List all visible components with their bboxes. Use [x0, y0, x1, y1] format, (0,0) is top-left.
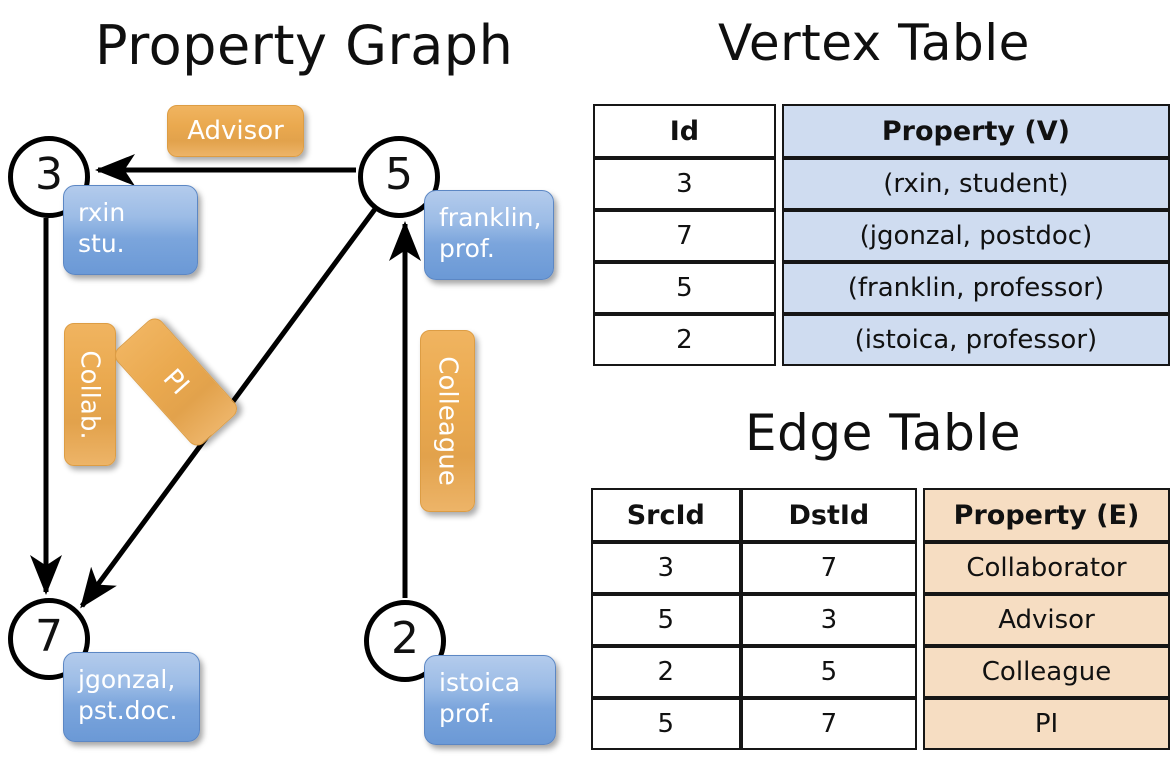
edge-label-advisor-text: Advisor — [187, 116, 284, 146]
table-row[interactable]: 3 7 Collaborator — [591, 542, 1170, 594]
edge-cell-dstid: 7 — [740, 542, 918, 594]
node-property-box-rxin[interactable]: rxin stu. — [63, 185, 198, 275]
edge-cell-property: Collaborator — [922, 542, 1170, 594]
edge-cell-srcid: 2 — [591, 646, 741, 698]
edge-cell-dstid: 7 — [740, 698, 918, 750]
edge-label-pi-text: PI — [157, 363, 195, 401]
vertex-cell-id: 3 — [593, 158, 776, 210]
edge-cell-property: PI — [922, 698, 1170, 750]
node-property-rxin-line2: stu. — [78, 228, 125, 258]
graph-node-2-label: 2 — [391, 613, 419, 664]
vertex-cell-property: (jgonzal, postdoc) — [781, 210, 1170, 262]
table-row[interactable]: 5 3 Advisor — [591, 594, 1170, 646]
table-row[interactable]: 5 7 PI — [591, 698, 1170, 750]
table-header-row: SrcId DstId Property (E) — [591, 488, 1170, 542]
graph-node-7-label: 7 — [35, 611, 63, 662]
edge-header-srcid: SrcId — [591, 488, 741, 542]
graph-node-3-label: 3 — [35, 149, 63, 200]
node-property-box-jgonzal[interactable]: jgonzal, pst.doc. — [63, 652, 200, 742]
edge-label-colleague-text: Colleague — [432, 356, 463, 486]
edge-cell-srcid: 3 — [591, 542, 741, 594]
edge-label-collab[interactable]: Collab. — [64, 323, 116, 466]
edge-header-dstid: DstId — [740, 488, 918, 542]
edge-label-colleague[interactable]: Colleague — [420, 330, 475, 512]
edge-cell-dstid: 5 — [740, 646, 918, 698]
vertex-header-property: Property (V) — [781, 104, 1170, 158]
edge-header-property: Property (E) — [922, 488, 1170, 542]
table-row[interactable]: 2 5 Colleague — [591, 646, 1170, 698]
graph-node-2[interactable]: 2 — [364, 600, 446, 682]
node-property-jgonzal-line1: jgonzal, — [78, 665, 176, 694]
node-property-franklin-line2: prof. — [439, 233, 495, 263]
node-property-box-franklin[interactable]: franklin, prof. — [424, 190, 554, 280]
vertex-cell-property: (rxin, student) — [781, 158, 1170, 210]
graph-node-5[interactable]: 5 — [358, 136, 440, 218]
edge-cell-property: Colleague — [922, 646, 1170, 698]
table-header-row: Id Property (V) — [593, 104, 1170, 158]
table-row[interactable]: 2 (istoica, professor) — [593, 314, 1170, 366]
edge-cell-dstid: 3 — [740, 594, 918, 646]
page-title-property-graph: Property Graph — [95, 14, 514, 77]
table-row[interactable]: 7 (jgonzal, postdoc) — [593, 210, 1170, 262]
edge-label-advisor[interactable]: Advisor — [167, 105, 304, 157]
node-property-istoica-line1: istoica — [439, 668, 521, 697]
graph-node-5-label: 5 — [385, 149, 413, 200]
page-title-vertex-table: Vertex Table — [718, 14, 1030, 72]
vertex-cell-property: (istoica, professor) — [781, 314, 1170, 366]
node-property-franklin-line1: franklin, — [439, 203, 542, 232]
table-row[interactable]: 3 (rxin, student) — [593, 158, 1170, 210]
edge-cell-srcid: 5 — [591, 698, 741, 750]
vertex-cell-id: 2 — [593, 314, 776, 366]
edge-table: SrcId DstId Property (E) 3 7 Collaborato… — [591, 488, 1170, 750]
page-title-edge-table: Edge Table — [745, 404, 1022, 462]
node-property-rxin-line1: rxin — [78, 198, 126, 227]
vertex-table: Id Property (V) 3 (rxin, student) 7 (jgo… — [593, 104, 1170, 366]
vertex-cell-property: (franklin, professor) — [781, 262, 1170, 314]
edge-label-collab-text: Collab. — [75, 349, 105, 440]
table-row[interactable]: 5 (franklin, professor) — [593, 262, 1170, 314]
edge-cell-property: Advisor — [922, 594, 1170, 646]
edge-cell-srcid: 5 — [591, 594, 741, 646]
node-property-box-istoica[interactable]: istoica prof. — [424, 655, 556, 745]
vertex-cell-id: 5 — [593, 262, 776, 314]
vertex-header-id: Id — [593, 104, 776, 158]
node-property-istoica-line2: prof. — [439, 698, 495, 728]
vertex-cell-id: 7 — [593, 210, 776, 262]
node-property-jgonzal-line2: pst.doc. — [78, 695, 178, 725]
